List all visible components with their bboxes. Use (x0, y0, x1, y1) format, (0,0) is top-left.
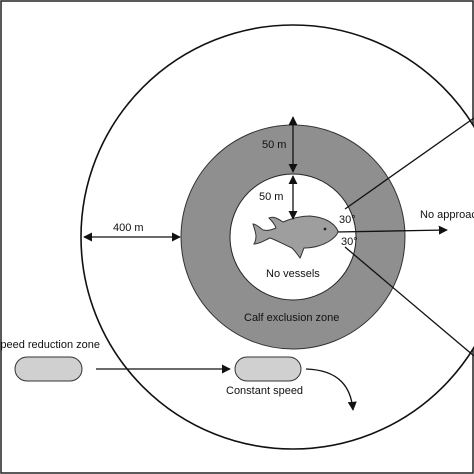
label-50m-upper: 50 m (262, 139, 286, 151)
label-400m: 400 m (113, 222, 144, 234)
departure-path-arrow (305, 368, 357, 411)
label-angle-lower: 30° (341, 236, 358, 248)
label-no-approach: No approach (420, 209, 474, 221)
no-approach-sector-upper-line (344, 117, 474, 210)
label-constant-speed: Constant speed (226, 385, 303, 397)
label-no-vessels: No vessels (266, 268, 320, 280)
whale-eye-icon (323, 227, 327, 231)
label-speed-reduction-zone: Speed reduction zone (0, 339, 100, 351)
vessel-icon-speed-reduction (14, 356, 83, 382)
no-approach-arrow (335, 225, 448, 235)
no-approach-sector-lower-line (344, 246, 474, 357)
whale-icon (252, 215, 339, 259)
label-50m-lower: 50 m (259, 191, 283, 203)
vessel-icon-constant-speed (234, 356, 302, 382)
label-calf-exclusion-zone: Calf exclusion zone (244, 312, 339, 324)
label-angle-upper: 30° (339, 214, 356, 226)
